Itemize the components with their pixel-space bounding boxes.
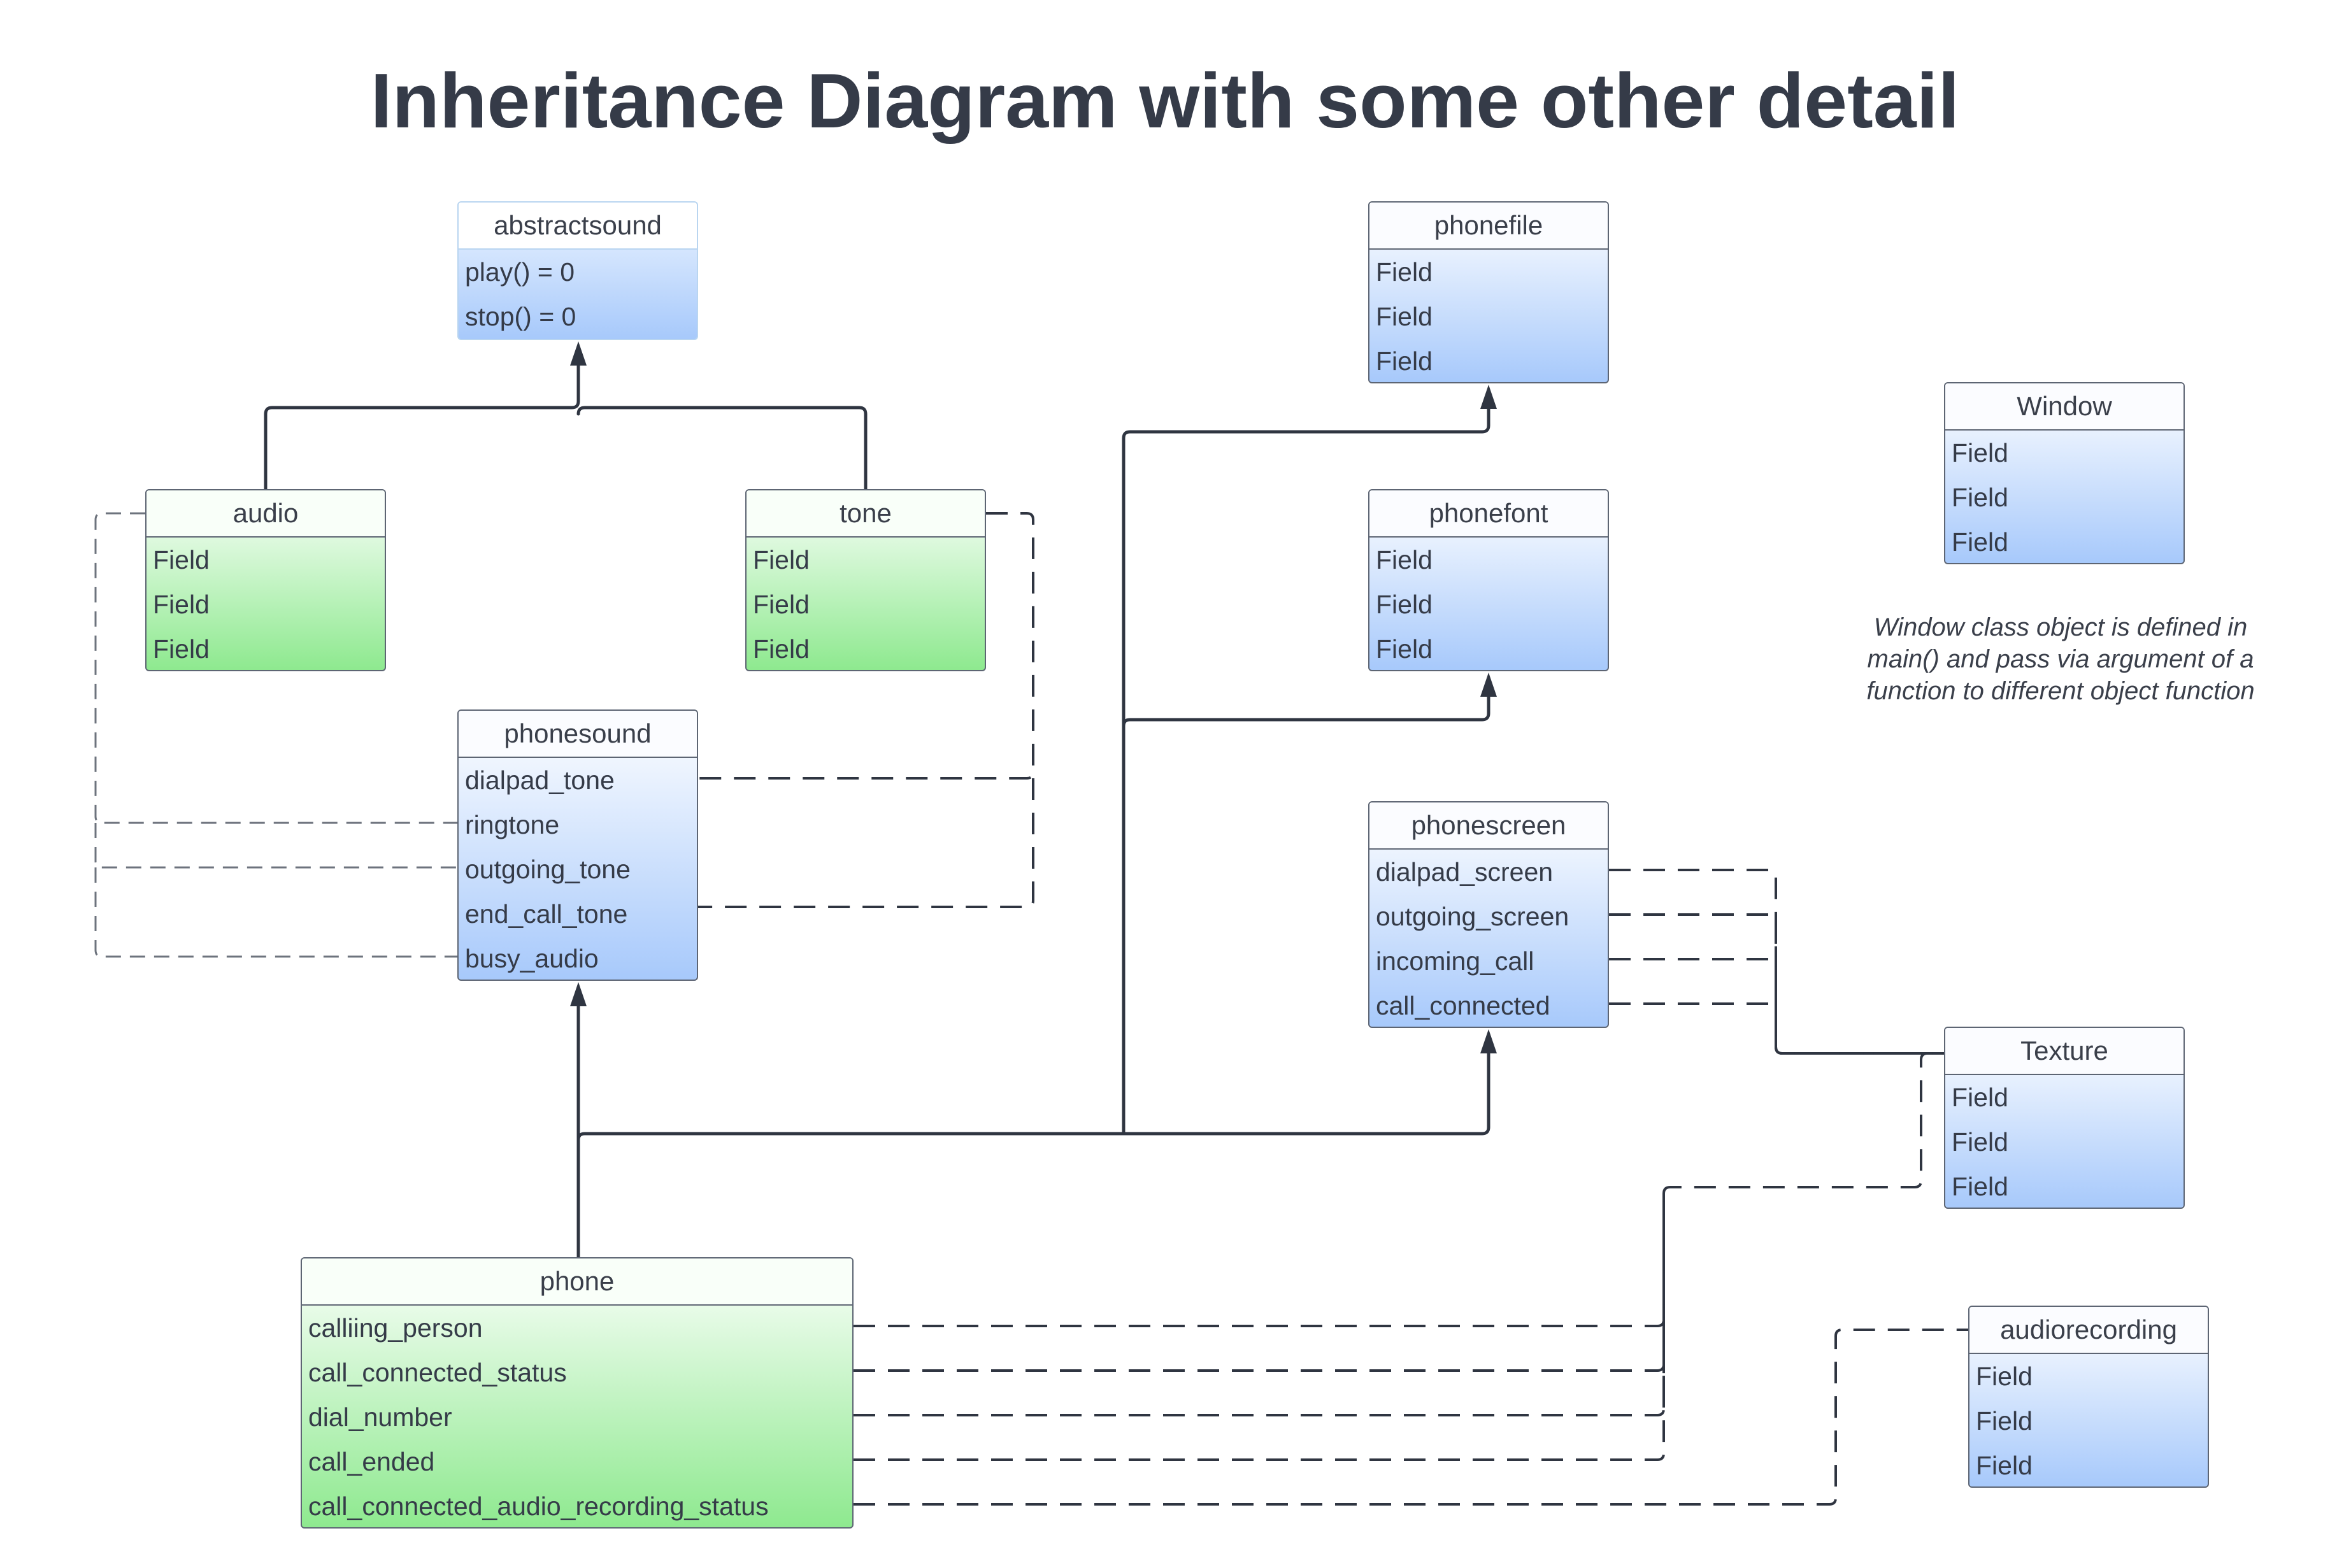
class-field: Field xyxy=(1952,438,2008,467)
class-field: Field xyxy=(153,545,210,574)
class-phonescreen[interactable]: phonescreen dialpad_screen outgoing_scre… xyxy=(1368,801,1609,1028)
class-phonesound[interactable]: phonesound dialpad_tone ringtone outgoin… xyxy=(457,709,698,981)
class-field: dialpad_screen xyxy=(1376,857,1554,887)
class-field: Field xyxy=(753,634,810,664)
class-field: calliing_person xyxy=(308,1313,483,1343)
class-field: dial_number xyxy=(308,1402,452,1432)
class-field: Field xyxy=(1976,1362,2033,1391)
class-field: Field xyxy=(1376,590,1433,619)
dep-phone-texture-bus xyxy=(1662,1052,1944,1194)
class-field: Field xyxy=(1952,1172,2008,1201)
class-header: phonefile xyxy=(1369,203,1608,250)
class-field: dialpad_tone xyxy=(465,766,615,795)
class-texture[interactable]: Texture Field Field Field xyxy=(1944,1027,2185,1209)
class-field: Field xyxy=(1376,545,1433,574)
assoc-phone-phonefont xyxy=(1122,695,1490,728)
class-header: audio xyxy=(147,490,385,538)
class-field: call_ended xyxy=(308,1447,435,1476)
class-header: Window xyxy=(1945,383,2183,431)
class-audio[interactable]: audio Field Field Field xyxy=(145,489,386,671)
class-header: tone xyxy=(747,490,985,538)
class-field: Field xyxy=(1952,527,2008,557)
class-tone[interactable]: tone Field Field Field xyxy=(745,489,986,671)
class-header: audiorecording xyxy=(1969,1307,2208,1354)
phonefont-arrowhead xyxy=(1480,673,1497,697)
class-audiorecording[interactable]: audiorecording Field Field Field xyxy=(1968,1306,2209,1488)
phonefile-arrowhead xyxy=(1480,385,1497,409)
class-phone[interactable]: phone calliing_person call_connected_sta… xyxy=(301,1257,854,1529)
class-field: ringtone xyxy=(465,810,560,839)
class-field: call_connected xyxy=(1376,991,1550,1020)
class-header: abstractsound xyxy=(459,203,697,250)
class-method: stop() = 0 xyxy=(465,302,576,331)
class-field: incoming_call xyxy=(1376,946,1534,976)
class-header: phone xyxy=(302,1258,852,1306)
class-field: Field xyxy=(153,634,210,664)
class-field: Field xyxy=(753,545,810,574)
inherit-tone-abstractsound xyxy=(576,406,868,491)
dep-phonescreen-texture-3 xyxy=(1609,1002,1944,1055)
class-field: call_connected_status xyxy=(308,1358,567,1387)
class-header: phonesound xyxy=(459,711,697,758)
assoc-phone-phonescreen xyxy=(576,1051,1490,1142)
class-field: Field xyxy=(1376,634,1433,664)
dep-tone-dialpad-tone xyxy=(698,512,1034,780)
window-note: Window class object is defined in main()… xyxy=(1866,613,2255,705)
class-field: call_connected_audio_recording_status xyxy=(308,1492,769,1521)
class-field: Field xyxy=(1952,483,2008,512)
class-header: phonescreen xyxy=(1369,802,1608,850)
class-field: Field xyxy=(1952,1083,2008,1112)
dep-phone-texture-1 xyxy=(854,1194,1665,1372)
class-field: Field xyxy=(1952,1127,2008,1157)
class-abstractsound[interactable]: abstractsound play() = 0 stop() = 0 xyxy=(457,201,698,340)
dep-audio-ringtone xyxy=(94,512,457,824)
dep-phonescreen-texture-2 xyxy=(1609,958,1944,1055)
class-field: Field xyxy=(753,590,810,619)
dep-tone-end-call-tone xyxy=(698,778,1034,908)
class-field: busy_audio xyxy=(465,944,599,973)
class-field: end_call_tone xyxy=(465,899,628,929)
class-field: Field xyxy=(1976,1406,2033,1436)
class-method: play() = 0 xyxy=(465,257,575,287)
dep-phone-audiorecording xyxy=(854,1329,1968,1506)
dep-phone-texture-2 xyxy=(854,1194,1665,1416)
class-field: Field xyxy=(153,590,210,619)
class-field: outgoing_screen xyxy=(1376,902,1569,931)
class-header: phonefont xyxy=(1369,490,1608,538)
abstractsound-arrowhead xyxy=(570,341,587,366)
class-field: Field xyxy=(1376,302,1433,331)
class-header: Texture xyxy=(1945,1028,2183,1075)
class-field: Field xyxy=(1976,1451,2033,1480)
inherit-audio-abstractsound xyxy=(264,361,580,491)
diagram-title: Inheritance Diagram with some other deta… xyxy=(370,57,1960,144)
class-window[interactable]: Window Field Field Field xyxy=(1944,382,2185,564)
class-field: outgoing_tone xyxy=(465,855,631,884)
dep-phone-texture-0 xyxy=(854,1194,1665,1327)
class-field: Field xyxy=(1376,257,1433,287)
dep-phone-texture-3 xyxy=(854,1194,1665,1461)
dep-audio-outgoing-tone xyxy=(94,823,457,869)
assoc-phone-phonefile xyxy=(1122,406,1490,1136)
class-phonefile[interactable]: phonefile Field Field Field xyxy=(1368,201,1609,383)
class-field: Field xyxy=(1376,346,1433,376)
phonescreen-arrowhead xyxy=(1480,1029,1497,1053)
phonesound-arrowhead xyxy=(570,982,587,1006)
dep-audio-busy-audio xyxy=(94,867,457,958)
class-phonefont[interactable]: phonefont Field Field Field xyxy=(1368,489,1609,671)
